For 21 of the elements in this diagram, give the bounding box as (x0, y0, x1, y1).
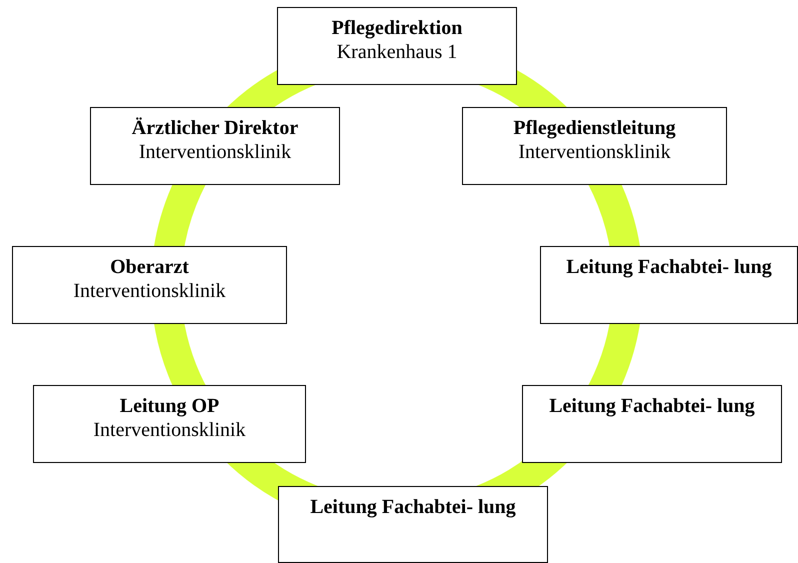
department-text: Interventionsklinik (93, 418, 246, 442)
role-title: Pflegedirektion (332, 16, 462, 40)
department-text: Interventionsklinik (73, 279, 226, 303)
department-text: Interventionsklinik (138, 140, 292, 164)
department-text: Krankenhaus 1 (336, 40, 458, 64)
role-box (462, 107, 727, 185)
role-box (90, 107, 340, 185)
role-title: Leitung Fachabtei- lung (566, 255, 772, 279)
role-box (277, 7, 517, 85)
role-box (540, 246, 798, 324)
role-box (12, 246, 287, 324)
role-title: Oberarzt (110, 255, 189, 279)
role-title: Pflegedienstleitung (513, 116, 676, 140)
department-text: Interventionsklinik (518, 140, 671, 164)
role-title: Leitung OP (120, 394, 220, 418)
role-title: Leitung Fachabtei- lung (549, 394, 755, 418)
role-box (278, 486, 548, 563)
role-box (33, 385, 306, 463)
role-title: Leitung Fachabtei- lung (310, 495, 516, 519)
role-title: Ärztlicher Direktor (132, 116, 298, 140)
role-box (522, 385, 782, 463)
